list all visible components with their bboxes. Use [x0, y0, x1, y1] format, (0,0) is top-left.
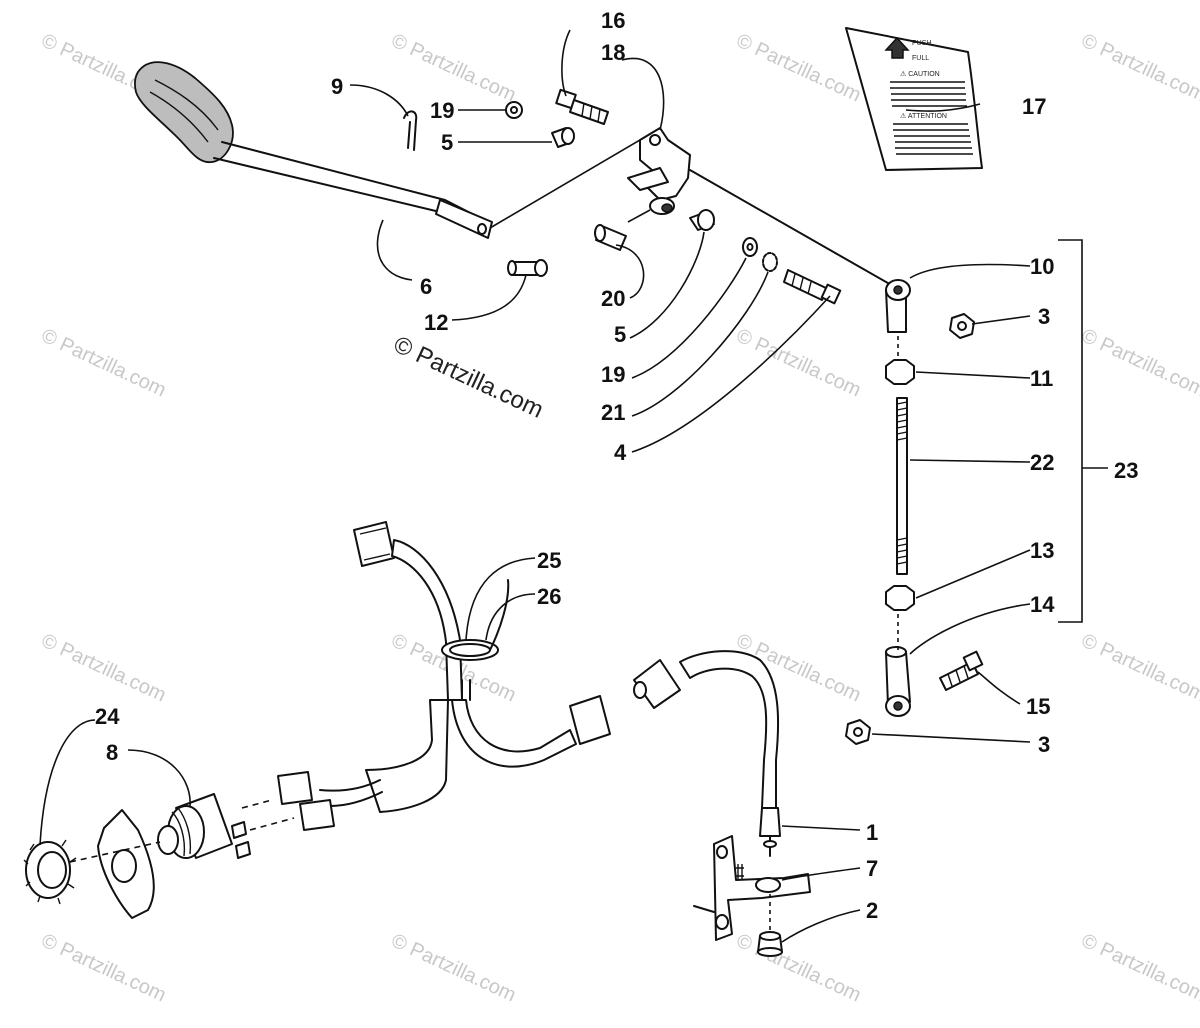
watermark: © Partzilla.com: [38, 325, 169, 402]
callout-18: 18: [601, 40, 625, 65]
callout-6: 6: [420, 274, 432, 299]
watermark: © Partzilla.com: [1078, 325, 1200, 402]
callout-labels: 16 18 9 19 5 6 12 17 10 3 11 22 23 13 14…: [95, 8, 1138, 923]
callout-5-upper: 5: [441, 130, 453, 155]
callout-4: 4: [614, 440, 627, 465]
washer-upper: [505, 101, 523, 119]
watermark: © Partzilla.com: [388, 30, 519, 107]
sensor-lead: [633, 650, 781, 857]
leader-lines: [39, 29, 1031, 943]
callout-15: 15: [1026, 694, 1050, 719]
callout-7: 7: [866, 856, 878, 881]
watermark: © Partzilla.com: [733, 325, 864, 402]
callout-8: 8: [106, 740, 118, 765]
jam-nut-lower: [885, 585, 915, 611]
callout-11: 11: [1030, 366, 1053, 391]
decal-push-label: PUSH: [912, 40, 931, 47]
callout-16: 16: [601, 8, 625, 33]
watermark: © Partzilla.com: [733, 30, 864, 107]
lock-washer: [762, 252, 778, 272]
watermark: © Partzilla.com: [733, 930, 864, 1007]
callout-25: 25: [537, 548, 561, 573]
threaded-rod: [896, 397, 908, 575]
copyright-notice: © Partzilla.com: [389, 331, 547, 424]
key-switch: [157, 793, 295, 859]
lower-ball-joint: [885, 646, 911, 717]
callout-19-upper: 19: [430, 98, 454, 123]
spacer-20: [594, 224, 627, 251]
switch-nut: [23, 839, 77, 905]
callout-19-lower: 19: [601, 362, 625, 387]
bolt-15: [939, 650, 984, 691]
callout-21: 21: [601, 400, 625, 425]
callout-2: 2: [866, 898, 878, 923]
jam-nut-upper: [885, 359, 915, 385]
watermark: © Partzilla.com: [388, 930, 519, 1007]
pivot-bracket: [627, 127, 901, 291]
callout-3-upper: 3: [1038, 304, 1050, 329]
callout-23: 23: [1114, 458, 1138, 483]
throttle-lever: [134, 61, 641, 239]
callout-13: 13: [1030, 538, 1054, 563]
watermark: © Partzilla.com: [1078, 30, 1200, 107]
callout-1: 1: [866, 820, 878, 845]
callout-17: 17: [1022, 94, 1046, 119]
bushing-lower: [689, 209, 715, 231]
upper-ball-joint: [885, 279, 911, 333]
callout-22: 22: [1030, 450, 1054, 475]
decal-full-label: FULL: [912, 55, 929, 62]
watermark: © Partzilla.com: [38, 930, 169, 1007]
watermark: © Partzilla.com: [1078, 930, 1200, 1007]
throttle-decal: PUSH FULL ⚠ CAUTION ⚠ ATTENTION: [845, 27, 983, 171]
bushing-upper: [551, 127, 575, 148]
callout-14: 14: [1030, 592, 1055, 617]
callout-26: 26: [537, 584, 561, 609]
decal-attention-label: ⚠ ATTENTION: [900, 112, 947, 120]
callout-24: 24: [95, 704, 120, 729]
callout-3-lower: 3: [1038, 732, 1050, 757]
lever-grip: [134, 61, 234, 163]
lower-nut: [845, 719, 871, 745]
pivot-pin: [507, 259, 548, 277]
cotter-pin: [403, 110, 418, 151]
callout-9: 9: [331, 74, 343, 99]
watermark: © Partzilla.com: [1078, 630, 1200, 707]
washer-lower: [742, 237, 758, 257]
watermark: © Partzilla.com: [38, 630, 169, 707]
callout-5-lower: 5: [614, 322, 626, 347]
callout-10: 10: [1030, 254, 1054, 279]
callout-12: 12: [424, 310, 448, 335]
decal-caution-label: ⚠ CAUTION: [900, 70, 940, 78]
wiring-harness: [277, 521, 611, 831]
bolt-16: [555, 88, 609, 125]
bolt-4: [783, 269, 842, 305]
watermark-layer: © Partzilla.com © Partzilla.com © Partzi…: [38, 30, 1200, 1007]
callout-20: 20: [601, 286, 625, 311]
assembly-bracket: [1058, 239, 1083, 623]
mount-plate: [97, 809, 155, 919]
upper-nut: [949, 313, 975, 339]
mounting-bracket: [693, 835, 811, 941]
grommet: [757, 931, 783, 957]
